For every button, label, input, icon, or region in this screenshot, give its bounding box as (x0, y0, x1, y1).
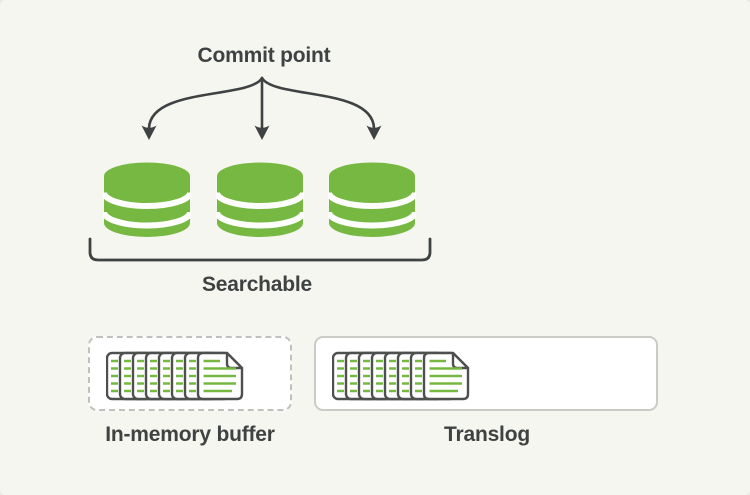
searchable-label: Searchable (201, 273, 313, 296)
database-cylinder-icon (328, 162, 416, 238)
arrowhead-icon (141, 125, 157, 140)
commit-point-label: Commit point (197, 44, 331, 67)
arrowhead-icon (254, 125, 270, 140)
bracket-icon (88, 237, 432, 262)
database-cylinder-icon (216, 162, 304, 238)
arrow-fork-icon (141, 76, 382, 140)
document-stack-icon (106, 351, 246, 401)
in-memory-buffer-label: In-memory buffer (105, 423, 275, 446)
arrowhead-icon (366, 125, 382, 140)
translog-label: Translog (444, 423, 530, 446)
document-stack-icon (332, 351, 472, 401)
database-cylinder-icon (103, 162, 191, 238)
